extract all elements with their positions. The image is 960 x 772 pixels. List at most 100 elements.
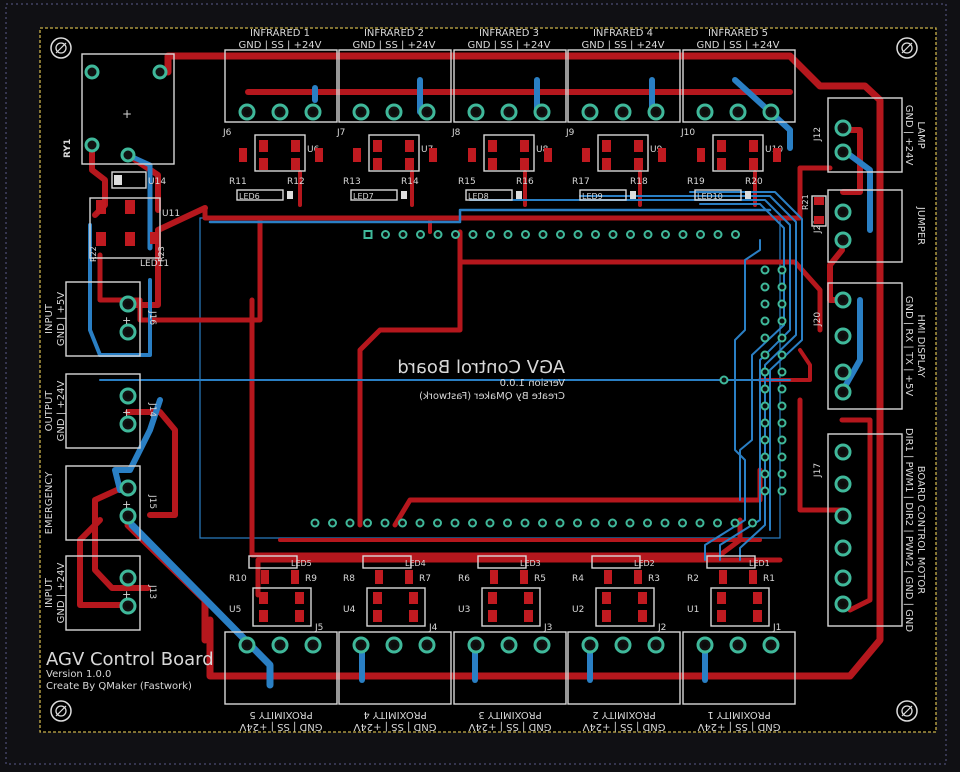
infrared-pad-24v xyxy=(304,103,322,121)
left-connector-pins: GND | +5V xyxy=(56,292,67,346)
left-connector-pad-a xyxy=(119,569,137,587)
left-connector-outline xyxy=(65,555,141,631)
right-connector-pad xyxy=(834,539,852,557)
left-connector-pins: GND | +24V xyxy=(56,381,67,442)
header-pin-bottom xyxy=(398,518,407,528)
left-connector-pad-b xyxy=(119,507,137,525)
left-connector-title: OUTPUT xyxy=(44,390,55,432)
infrared-jack-label: J7 xyxy=(336,128,345,138)
right-connector-pad xyxy=(834,569,852,587)
right-connector-pad xyxy=(834,595,852,613)
header-pin-top xyxy=(503,230,513,239)
infrared-pad-24v xyxy=(762,103,780,121)
header-pin-bottom xyxy=(713,518,722,528)
right-connector-jack-label: J20 xyxy=(813,312,823,327)
trace-outer-right-loop xyxy=(164,52,884,680)
left-connector-outline xyxy=(65,373,141,449)
resistor-pad xyxy=(604,570,612,584)
opto-pad xyxy=(259,140,268,152)
header-pin-side xyxy=(760,418,770,428)
infrared-rb-label: R16 xyxy=(516,177,534,187)
infrared-title: INFRARED 2 xyxy=(364,28,424,39)
proximity-connector-outline xyxy=(338,631,452,705)
proximity-pad-gnd xyxy=(533,636,551,654)
right-connector-pad xyxy=(834,143,852,161)
proximity-led-outline xyxy=(477,555,527,569)
board-title: AGV Control Board xyxy=(46,649,214,670)
infrared-rb-label: R14 xyxy=(401,177,419,187)
top-copper-layer xyxy=(77,52,884,680)
bottom-copper-layer xyxy=(88,77,873,689)
right-connector-pins: DIR1 | PWM1 | DIR2 | PWM2 | GND | GND xyxy=(903,428,914,633)
btrace-bus-top-c xyxy=(689,191,803,531)
header-pin-side xyxy=(760,384,770,394)
opto-pad xyxy=(524,592,533,604)
header-pin-side xyxy=(777,333,787,343)
header-pin-bottom xyxy=(380,518,390,528)
opto-pad xyxy=(488,592,497,604)
resistor-pad xyxy=(634,570,642,584)
infrared-led-outline xyxy=(465,189,513,201)
infrared-jack-label: J9 xyxy=(565,128,575,138)
board-title-mirrored: AGV Control Board xyxy=(397,357,565,378)
proximity-title: PROXIMITY 4 xyxy=(363,709,426,720)
header-pin-side xyxy=(777,316,787,326)
header-pin-bottom xyxy=(363,518,372,528)
proximity-pad-gnd xyxy=(304,636,322,654)
header-pin-bottom xyxy=(415,518,425,528)
proximity-rb-label: R9 xyxy=(305,574,317,584)
infrared-pad-24v xyxy=(647,103,665,121)
led-polarity-mark xyxy=(287,191,293,199)
infrared-led-label: LED8 xyxy=(468,192,489,201)
right-connector-pad xyxy=(834,507,852,525)
proximity-pad-gnd xyxy=(418,636,436,654)
header-pin-bottom xyxy=(625,518,635,528)
btrace-right-vertical xyxy=(840,147,873,233)
header-pin-side xyxy=(777,350,787,360)
proximity-ra-label: R4 xyxy=(572,574,584,584)
infrared-connector-outline xyxy=(453,49,567,123)
right-connector-label-group: JUMPER xyxy=(915,206,926,245)
header-pin-side xyxy=(777,469,787,479)
opto-pad xyxy=(409,592,418,604)
header-pin-top xyxy=(573,230,583,239)
infrared-opto-outline xyxy=(368,134,420,172)
header-pin-test xyxy=(719,375,729,385)
proximity-ra-label: R2 xyxy=(687,574,699,584)
btrace-top-horizontal xyxy=(208,208,772,224)
opto-pad xyxy=(373,610,382,622)
pad-polarity-mark: + xyxy=(122,588,131,601)
proximity-led-outline xyxy=(362,555,412,569)
infrared-rb-label: R20 xyxy=(745,177,763,187)
header-pin-top xyxy=(486,230,495,239)
resistor-pad xyxy=(353,148,361,162)
infrared-ra-label: R13 xyxy=(343,177,361,187)
proximity-jack-label: J4 xyxy=(428,623,438,633)
proximity-pins: GND | SS | +24V xyxy=(353,721,436,732)
resistor-pad xyxy=(719,570,727,584)
header-pin-top xyxy=(608,230,618,239)
mirrored-title-group: AGV Control Board Version 1.0.0 Create B… xyxy=(397,357,565,402)
infrared-opto-outline xyxy=(254,134,306,172)
infrared-connector-outline xyxy=(567,49,681,123)
board-outline xyxy=(39,27,937,733)
opto-pad xyxy=(295,610,304,622)
u14-label: U14 xyxy=(148,177,166,187)
proximity-led-label: LED1 xyxy=(749,559,770,568)
opto-pad xyxy=(524,610,533,622)
header-pin-top xyxy=(731,230,740,239)
trace-left-loop-b xyxy=(125,409,178,518)
header-pin-side xyxy=(777,435,787,445)
proximity-u-label: U1 xyxy=(687,605,699,615)
left-connector-pad-a xyxy=(119,295,137,313)
board-version-mirrored: Version 1.0.0 xyxy=(500,378,565,389)
proximity-connector-outline xyxy=(224,631,338,705)
